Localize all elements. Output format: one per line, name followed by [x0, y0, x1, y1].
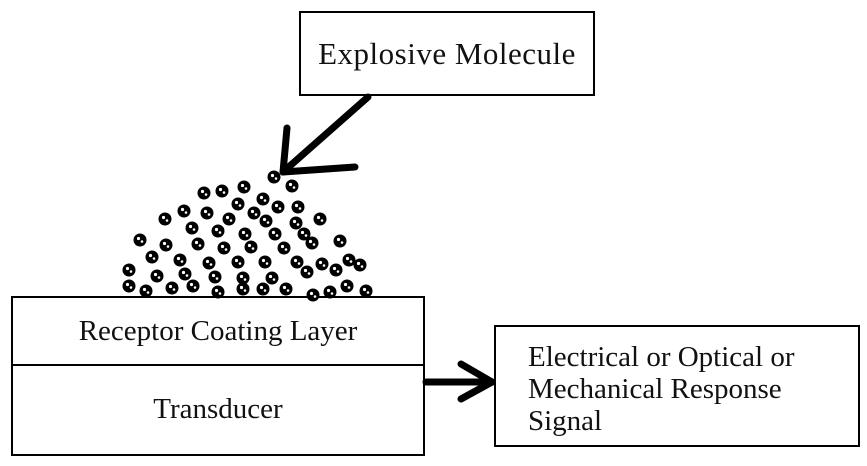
molecule-blob [267, 170, 281, 184]
response-line-2: Mechanical Response [528, 373, 782, 405]
molecule-blob [217, 241, 231, 255]
molecule-blob [277, 241, 291, 255]
molecule-blob [290, 255, 304, 269]
molecule-blob [185, 221, 199, 235]
molecule-blob [178, 267, 192, 281]
molecule-blob [342, 253, 356, 267]
molecule-blob [359, 284, 373, 298]
molecule-blob [340, 279, 354, 293]
molecule-blob [323, 285, 337, 299]
molecule-blob [165, 281, 179, 295]
molecule-blob [211, 285, 225, 299]
molecule-blob [285, 179, 299, 193]
input-arrow-icon [279, 93, 372, 176]
molecule-blob [289, 216, 303, 230]
molecule-pile-icon [122, 170, 373, 302]
molecule-blob [268, 227, 282, 241]
molecule-blob [353, 258, 367, 272]
molecule-blob [265, 271, 279, 285]
molecule-blob [244, 240, 258, 254]
molecule-blob [122, 279, 136, 293]
response-signal-box: Electrical or Optical or Mechanical Resp… [494, 325, 860, 447]
molecule-blob [236, 282, 250, 296]
molecule-blob [186, 279, 200, 293]
molecule-blob [236, 271, 250, 285]
molecule-blob [297, 227, 311, 241]
molecule-blob [197, 186, 211, 200]
molecule-blob [313, 212, 327, 226]
molecule-blob [145, 250, 159, 264]
molecule-blob [306, 288, 320, 302]
molecule-blob [300, 265, 314, 279]
molecule-blob [211, 224, 225, 238]
response-signal-label: Electrical or Optical or Mechanical Resp… [528, 341, 795, 437]
molecule-blob [215, 184, 229, 198]
molecule-blob [256, 192, 270, 206]
molecule-blob [191, 237, 205, 251]
explosive-molecule-label: Explosive Molecule [318, 35, 576, 71]
output-arrow-icon [422, 360, 496, 403]
molecule-blob [122, 263, 136, 277]
molecule-blob [158, 212, 172, 226]
response-line-3: Signal [528, 405, 603, 437]
molecule-blob [173, 253, 187, 267]
molecule-blob [208, 270, 222, 284]
molecule-blob [231, 197, 245, 211]
molecule-blob [329, 263, 343, 277]
response-line-1: Electrical or Optical or [528, 341, 795, 373]
molecule-blob [305, 236, 319, 250]
molecule-blob [133, 233, 147, 247]
explosive-molecule-box: Explosive Molecule [299, 11, 595, 96]
molecule-blob [231, 255, 245, 269]
molecule-blob [177, 204, 191, 218]
molecule-blob [222, 212, 236, 226]
molecule-blob [271, 200, 285, 214]
molecule-blob [247, 206, 261, 220]
molecule-blob [256, 282, 270, 296]
receptor-coating-layer: Receptor Coating Layer [13, 298, 423, 366]
molecule-blob [259, 214, 273, 228]
transducer-layer: Transducer [153, 392, 283, 425]
molecule-blob [333, 234, 347, 248]
sensor-stack: Receptor Coating Layer Transducer [11, 296, 425, 456]
molecule-blob [237, 180, 251, 194]
molecule-blob [200, 206, 214, 220]
molecule-blob [238, 227, 252, 241]
molecule-blob [202, 256, 216, 270]
molecule-blob [139, 284, 153, 298]
molecule-blob [315, 257, 329, 271]
molecule-blob [258, 255, 272, 269]
molecule-blob [150, 269, 164, 283]
molecule-blob [159, 238, 173, 252]
molecule-blob [279, 282, 293, 296]
molecule-blob [291, 200, 305, 214]
